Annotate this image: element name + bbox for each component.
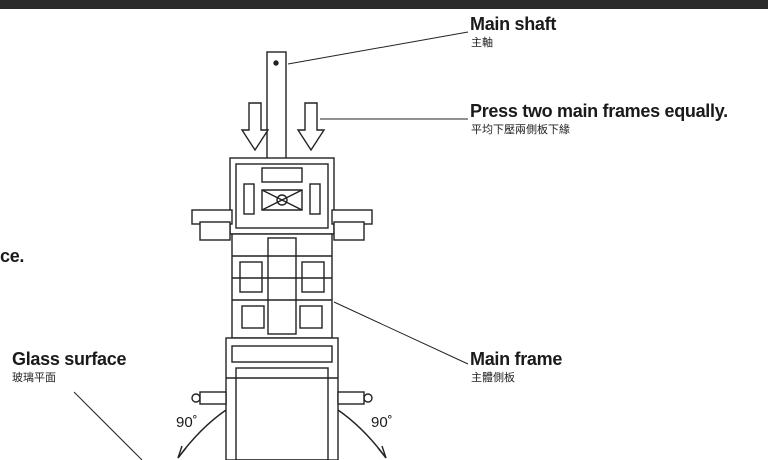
- press-frames-label-zh: 平均下壓兩側板下緣: [471, 124, 570, 136]
- glass-surface-label-zh: 玻璃平面: [12, 372, 56, 384]
- lower-frame: [225, 337, 339, 460]
- angle-label-left: 90˚: [176, 414, 198, 431]
- main-shaft: [266, 51, 287, 165]
- main-frame-label-zh: 主體側板: [471, 372, 515, 384]
- main-shaft-label-zh: 主軸: [471, 37, 493, 49]
- leader-main-frame: [333, 301, 469, 365]
- top-border-bar: [0, 0, 768, 9]
- press-arrow-left: [240, 102, 270, 152]
- angle-label-right: 90˚: [371, 414, 393, 431]
- surface-label-fragment: ce.: [0, 246, 25, 266]
- leader-glass: [73, 391, 143, 460]
- main-shaft-label: Main shaft: [470, 14, 557, 34]
- leader-main-shaft: [287, 31, 469, 65]
- middle-frame: [231, 233, 333, 339]
- press-arrow-right: [296, 102, 326, 152]
- main-frame-label: Main frame: [470, 349, 563, 369]
- press-frames-label: Press two main frames equally.: [470, 101, 728, 121]
- upper-frame-plate: [229, 157, 335, 235]
- glass-surface-label: Glass surface: [12, 349, 127, 369]
